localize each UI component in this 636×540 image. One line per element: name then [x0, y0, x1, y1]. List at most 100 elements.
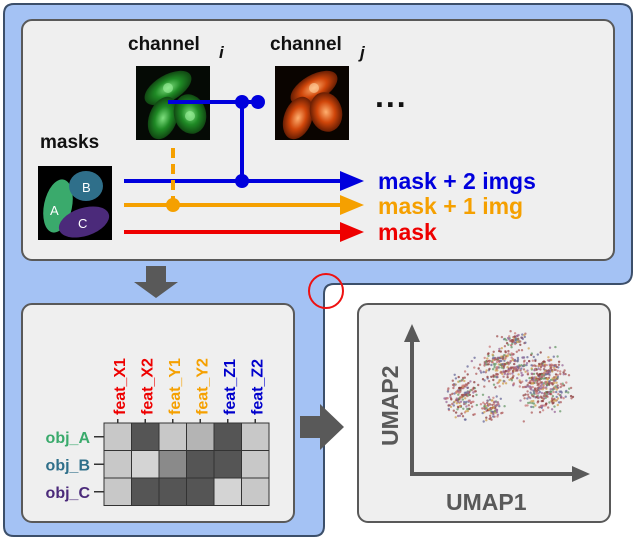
- umap-point: [535, 391, 538, 394]
- umap-point: [495, 367, 498, 370]
- umap-point: [561, 382, 564, 385]
- umap-point: [489, 416, 492, 419]
- umap-point: [547, 380, 551, 383]
- umap-point: [516, 360, 519, 363]
- heatmap-cell: [241, 477, 270, 506]
- umap-point: [508, 372, 512, 375]
- umap-point: [536, 387, 539, 390]
- umap-point: [501, 382, 505, 385]
- umap-point: [490, 363, 493, 367]
- umap-point: [463, 418, 467, 421]
- umap-point: [547, 382, 551, 385]
- heatmap-cell: [186, 477, 215, 506]
- umap-point: [538, 362, 541, 366]
- umap-point: [501, 357, 505, 361]
- umap-point: [449, 397, 453, 400]
- umap-point: [507, 349, 510, 353]
- umap-point: [532, 389, 535, 392]
- umap-point: [477, 367, 480, 370]
- umap-point: [522, 420, 525, 423]
- umap-point: [515, 334, 519, 338]
- umap-point: [512, 353, 515, 356]
- umap-point: [562, 373, 565, 376]
- umap-point: [456, 414, 460, 418]
- umap-point: [565, 381, 568, 384]
- umap-point: [545, 402, 548, 405]
- umap-point: [534, 404, 537, 407]
- umap-point: [550, 358, 553, 362]
- umap-point: [550, 397, 554, 400]
- umap-point: [530, 372, 533, 375]
- umap-point: [511, 369, 515, 373]
- umap-point: [457, 375, 460, 379]
- umap-point: [493, 410, 496, 413]
- umap-point: [548, 359, 551, 363]
- umap-point: [547, 390, 551, 394]
- mask-only-path: [124, 222, 364, 242]
- umap-point: [520, 371, 523, 375]
- umap-point: [530, 382, 534, 385]
- umap-point: [491, 403, 494, 407]
- umap-point: [540, 406, 543, 409]
- umap-point: [472, 386, 475, 389]
- umap-point: [524, 404, 527, 407]
- umap-point: [513, 358, 517, 362]
- umap-point: [514, 369, 518, 372]
- umap-point: [455, 390, 458, 394]
- umap-point: [504, 356, 507, 360]
- umap-point: [465, 405, 468, 408]
- umap-point: [492, 415, 495, 418]
- umap-point: [526, 404, 529, 407]
- mask-cell-c-label: C: [78, 216, 87, 231]
- heatmap-cell: [131, 477, 160, 506]
- feature-header-5: feat_Z1: [222, 359, 239, 415]
- umap-point: [546, 377, 549, 381]
- umap-point: [529, 391, 532, 394]
- umap-point: [453, 400, 456, 403]
- right-arrow: [300, 404, 344, 450]
- umap-point: [494, 386, 497, 389]
- heatmap-cell: [213, 422, 242, 451]
- umap-point: [512, 374, 515, 378]
- umap-point: [538, 390, 541, 394]
- umap-point: [481, 393, 485, 396]
- umap-point: [544, 380, 547, 384]
- umap-point: [511, 358, 514, 362]
- umap-point: [525, 363, 528, 367]
- umap-point: [564, 372, 567, 376]
- umap-point: [496, 415, 499, 418]
- umap-point: [488, 398, 492, 401]
- umap-point: [487, 352, 490, 355]
- umap-point: [538, 411, 542, 414]
- umap-y-axis-arrowhead: [404, 324, 420, 342]
- umap-point: [495, 376, 498, 379]
- umap-point: [467, 404, 470, 407]
- umap-point: [538, 377, 541, 381]
- umap-point: [481, 407, 484, 410]
- umap-point: [494, 357, 497, 360]
- umap-point: [506, 372, 510, 375]
- umap-point: [487, 408, 491, 411]
- umap-point: [497, 381, 500, 384]
- umap-point: [508, 335, 511, 338]
- heatmap-cell: [131, 422, 160, 451]
- umap-point: [554, 345, 557, 349]
- umap-point: [556, 403, 559, 407]
- heatmap-cell: [213, 450, 242, 479]
- umap-point: [464, 383, 468, 386]
- umap-point: [503, 337, 507, 341]
- umap-point: [520, 364, 523, 367]
- umap-point: [532, 399, 535, 403]
- feature-header-2: feat_X2: [139, 358, 156, 415]
- channel-j-subscript: j: [358, 43, 366, 62]
- umap-point: [526, 397, 529, 400]
- channel-i-subscript: i: [219, 43, 225, 62]
- umap-point: [491, 353, 494, 356]
- umap-point: [570, 397, 573, 400]
- umap-point: [530, 388, 533, 391]
- umap-point: [503, 372, 506, 376]
- umap-point: [461, 415, 465, 418]
- umap-point: [479, 403, 483, 406]
- umap-point: [495, 372, 498, 376]
- umap-point: [521, 380, 524, 383]
